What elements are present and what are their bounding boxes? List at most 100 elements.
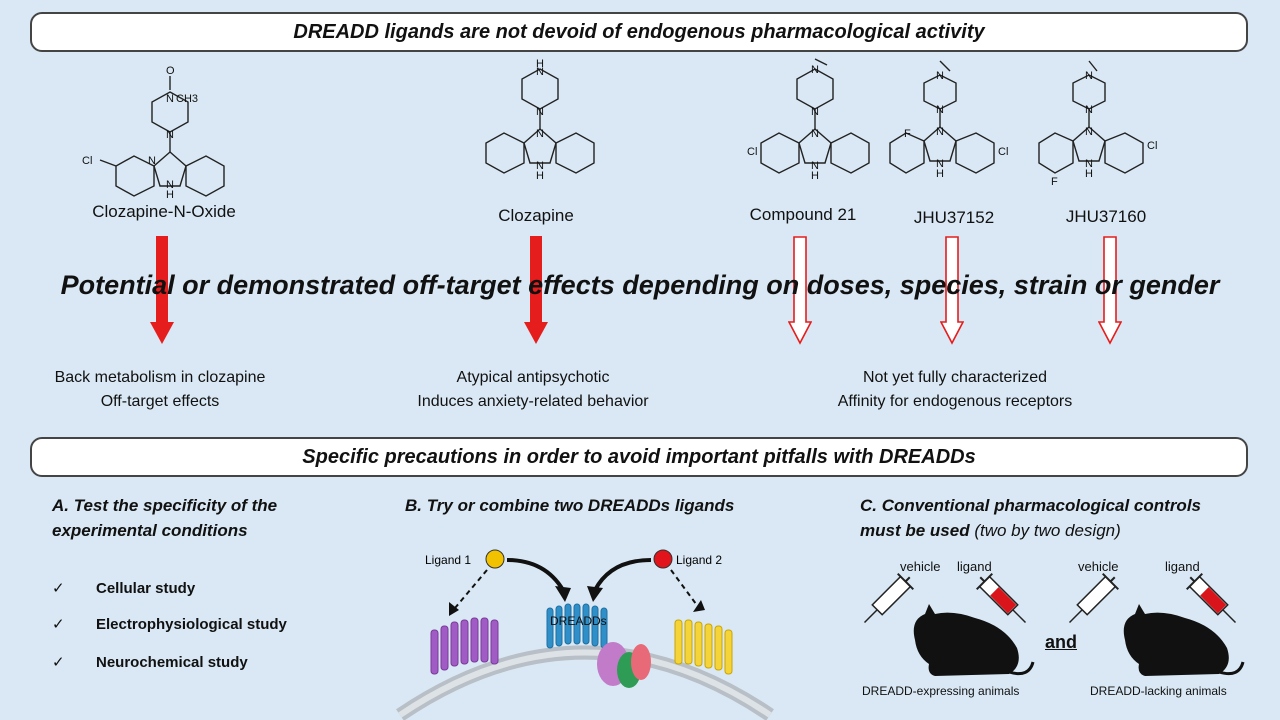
svg-text:Cl: Cl <box>747 146 757 158</box>
g-protein <box>597 642 651 688</box>
jhu37160-atom-labels: N N N Cl F N H <box>1051 70 1157 188</box>
check-item-label: Neurochemical study <box>96 654 248 671</box>
arrow-solid-clozapine <box>524 236 548 344</box>
clozapine-structure: H N N N N H <box>485 58 595 182</box>
molecule-jhu37152: N N F N Cl N H <box>880 55 1020 200</box>
svg-text:N: N <box>536 160 544 172</box>
svg-text:N: N <box>1085 104 1093 116</box>
compound-21-structure: N N N Cl N H <box>747 58 870 182</box>
svg-text:F: F <box>904 128 911 140</box>
clozapine-n-oxide-atom-labels: O N CH3 N N Cl N H <box>82 65 198 201</box>
note-line: Back metabolism in clozapine <box>54 369 266 386</box>
section-a-title: A. Test the specificity of the experimen… <box>52 493 277 543</box>
check-item-neurochemical: ✓ Neurochemical study <box>52 653 248 671</box>
section-b-title: B. Try or combine two DREADDs ligands <box>405 496 735 515</box>
syringe-ligand-2-icon <box>1186 573 1237 624</box>
ligand-2-label: Ligand 2 <box>676 553 722 567</box>
svg-text:Cl: Cl <box>998 146 1008 158</box>
svg-text:H: H <box>166 189 174 201</box>
check-item-label: Cellular study <box>96 580 196 597</box>
note-clozapine-n-oxide: Back metabolism in clozapine Off-target … <box>0 366 320 414</box>
section-c-title-note: (two by two design) <box>974 521 1121 540</box>
svg-text:N: N <box>166 129 174 141</box>
svg-text:N: N <box>936 104 944 116</box>
syringe-label-vehicle-2: vehicle <box>1078 559 1119 574</box>
check-icon: ✓ <box>52 616 65 633</box>
arrow-outline-jhu37152 <box>940 236 964 345</box>
clozapine-n-oxide-structure: O N CH3 N N Cl N H <box>82 65 225 201</box>
jhu37160-structure: N N N Cl F N H <box>1038 60 1157 188</box>
molecule-name-clozapine: Clozapine <box>498 206 574 225</box>
dreadd-label: DREADDs <box>550 614 607 628</box>
svg-text:N: N <box>536 66 544 78</box>
dreadd-membrane-diagram: Ligand 1 Ligand 2 DREADDs <box>396 549 774 720</box>
svg-text:N: N <box>148 155 156 167</box>
syringe-label-ligand-1: ligand <box>957 559 992 574</box>
svg-text:H: H <box>811 170 819 182</box>
jhu37152-structure: N N F N Cl N H <box>889 60 1008 180</box>
group-label-expressing: DREADD-expressing animals <box>862 684 1020 698</box>
molecule-name-jhu37160: JHU37160 <box>1065 207 1147 226</box>
ligand-1-label: Ligand 1 <box>425 553 471 567</box>
precautions-banner-text: Specific precautions in order to avoid i… <box>302 445 976 468</box>
section-a-title-line: A. Test the specificity of the <box>52 496 278 515</box>
section-c-title: C. Conventional pharmacological controls… <box>860 493 1201 543</box>
note-line: Atypical antipsychotic <box>456 369 610 386</box>
svg-text:H: H <box>536 58 544 70</box>
svg-text:N: N <box>536 106 544 118</box>
compound-21-atom-labels: N N N Cl N H <box>747 64 819 182</box>
ligand-1-to-dreadd-arrow <box>506 558 565 592</box>
svg-text:H: H <box>536 170 544 182</box>
svg-text:N: N <box>811 128 819 140</box>
molecule-clozapine: H N N N N H <box>470 55 610 200</box>
svg-text:N: N <box>936 126 944 138</box>
molecule-name-clozapine-n-oxide: Clozapine-N-Oxide <box>92 202 236 221</box>
svg-text:N: N <box>166 93 174 105</box>
clozapine-atom-labels: H N N N N H <box>536 58 544 182</box>
svg-text:N: N <box>811 64 819 76</box>
svg-text:H: H <box>1085 168 1093 180</box>
svg-text:N: N <box>1085 126 1093 138</box>
rat-dreadd-expressing-icon <box>913 604 1035 676</box>
off-target-receptor-right <box>674 619 733 675</box>
arrow-outline-compound-21 <box>788 236 812 345</box>
jhu37152-atom-labels: N N F N Cl N H <box>904 70 1008 180</box>
arrow-solid-clozapine-n-oxide <box>150 236 174 344</box>
syringe-label-vehicle-1: vehicle <box>900 559 941 574</box>
note-new-ligands: Not yet fully characterized Affinity for… <box>795 366 1115 414</box>
ligand-2-icon <box>653 549 673 569</box>
svg-text:Cl: Cl <box>1147 140 1157 152</box>
molecule-name-compound-21: Compound 21 <box>749 205 857 224</box>
section-a-title-line: experimental conditions <box>52 521 248 540</box>
ligand-2-to-dreadd-arrow <box>593 558 652 591</box>
check-icon: ✓ <box>52 580 65 597</box>
svg-text:Cl: Cl <box>82 155 92 167</box>
svg-text:F: F <box>1051 176 1058 188</box>
dreadd-receptor <box>546 603 608 649</box>
top-banner: DREADD ligands are not devoid of endogen… <box>30 12 1248 52</box>
svg-text:N: N <box>811 160 819 172</box>
ligand-1-icon <box>485 549 505 569</box>
svg-text:N: N <box>1085 158 1093 170</box>
rat-dreadd-lacking-icon <box>1123 604 1245 676</box>
precautions-banner: Specific precautions in order to avoid i… <box>30 437 1248 477</box>
note-clozapine: Atypical antipsychotic Induces anxiety-r… <box>373 366 693 414</box>
svg-text:N: N <box>811 106 819 118</box>
syringe-ligand-1-icon <box>976 573 1027 624</box>
top-banner-text: DREADD ligands are not devoid of endogen… <box>293 20 985 43</box>
off-target-receptor-left <box>430 617 499 675</box>
svg-text:N: N <box>536 128 544 140</box>
molecule-name-jhu37152: JHU37152 <box>913 208 995 227</box>
group-label-lacking: DREADD-lacking animals <box>1090 684 1227 698</box>
svg-text:N: N <box>166 179 174 191</box>
check-item-electrophysiological: ✓Electrophysiological study <box>52 615 287 633</box>
arrow-outline-jhu37160 <box>1098 236 1122 345</box>
svg-text:O: O <box>166 65 175 77</box>
section-c-title-emph: must be used <box>860 521 970 540</box>
check-icon: ✓ <box>52 654 65 671</box>
syringe-label-ligand-2: ligand <box>1165 559 1200 574</box>
molecule-compound-21: N N N Cl N H <box>745 55 885 200</box>
svg-text:N: N <box>936 158 944 170</box>
and-connector: and <box>1045 632 1078 652</box>
check-item-cellular: ✓ Cellular study <box>52 579 195 597</box>
